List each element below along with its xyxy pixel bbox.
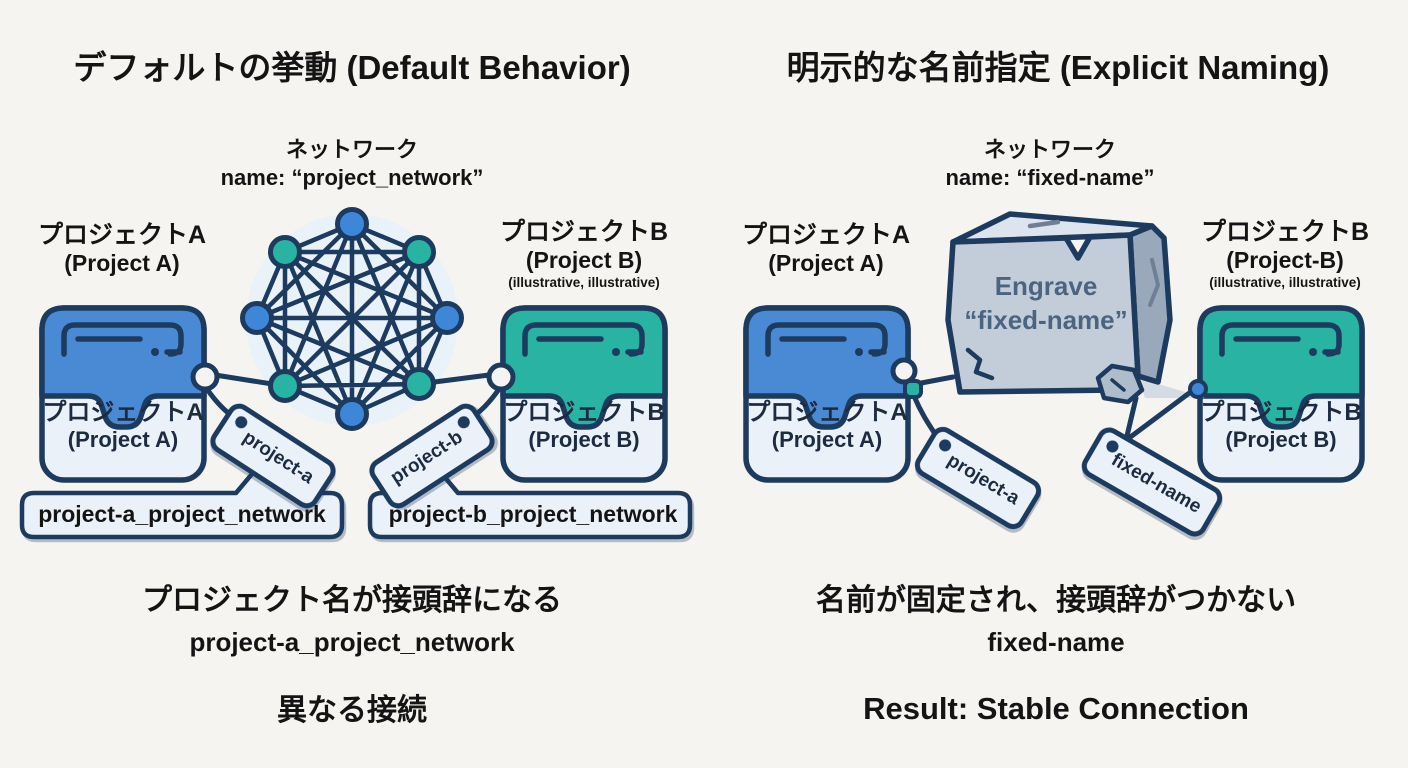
left-network-name: name: “project_network” <box>220 165 484 190</box>
left-project-b-caption-en: (Project B) <box>525 247 643 273</box>
right-folder-b-label-jp: プロジェクトB <box>1200 399 1362 426</box>
right-folder-a-label-jp: プロジェクトA <box>746 399 908 426</box>
left-panel-title: デフォルトの挙動 (Default Behavior) <box>73 49 631 86</box>
tag-fixed-name-right <box>1081 427 1223 537</box>
right-folder-b-label-en: (Project B) <box>1225 427 1337 452</box>
left-folder-b-label-en: (Project B) <box>528 427 640 452</box>
left-project-a-caption-en: (Project A) <box>64 250 180 276</box>
right-folder-a-label-en: (Project A) <box>771 427 883 452</box>
right-project-b-caption-note: (illustrative, illustrative) <box>1209 275 1361 290</box>
folder-project-a-left <box>42 308 204 480</box>
tag-project-a-right <box>914 426 1042 530</box>
folder-project-b-left <box>503 308 665 480</box>
right-summary-line3: Result: Stable Connection <box>863 691 1249 726</box>
right-project-a-caption-en: (Project A) <box>768 250 884 276</box>
left-network-label: ネットワーク <box>285 137 419 162</box>
folder-project-a-right <box>746 308 908 480</box>
mesh-network-illustration <box>212 207 492 431</box>
right-project-b-caption-jp: プロジェクトB <box>1200 218 1370 246</box>
stone-illustration <box>945 211 1205 405</box>
stone-engraving-line1: Engrave <box>994 271 1098 301</box>
right-project-a-caption-jp: プロジェクトA <box>741 221 911 249</box>
left-folder-b-label-jp: プロジェクトB <box>503 399 665 426</box>
right-panel-title: 明示的な名前指定 (Explicit Naming) <box>786 49 1330 86</box>
right-project-b-caption-en: (Project-B) <box>1226 247 1344 273</box>
left-folder-a-label-en: (Project A) <box>67 427 179 452</box>
left-summary-line1: プロジェクト名が接頭辞になる <box>142 584 562 617</box>
right-summary-line2: fixed-name <box>987 627 1125 657</box>
left-project-b-caption-jp: プロジェクトB <box>499 218 669 246</box>
stone-side-crack <box>1148 258 1160 307</box>
left-summary-line2: project-a_project_network <box>189 627 515 657</box>
left-project-a-caption-jp: プロジェクトA <box>37 221 207 249</box>
left-project-b-caption-note: (illustrative, illustrative) <box>508 275 660 290</box>
tag-project-b-left <box>369 403 495 509</box>
folder-project-b-right <box>1200 308 1362 480</box>
network-name-box-a-label: project-a_project_network <box>38 501 326 527</box>
stone-crack <box>965 347 995 381</box>
left-folder-a-label-jp: プロジェクトA <box>42 399 204 426</box>
right-network-name: name: “fixed-name” <box>945 165 1155 190</box>
mesh-nodes <box>240 207 464 431</box>
stone-pebble <box>1095 363 1145 405</box>
network-name-box-b <box>367 459 693 540</box>
stone-front-face <box>945 232 1141 395</box>
mesh-edges <box>254 221 450 417</box>
network-name-box-b-label: project-b_project_network <box>388 501 678 527</box>
stone-scratch <box>1027 219 1061 229</box>
left-summary-line3: 異なる接続 <box>277 694 427 727</box>
right-network-label: ネットワーク <box>983 137 1117 162</box>
right-summary-line1: 名前が固定され、接頭辞がつかない <box>815 584 1297 617</box>
stone-engraving-line2: “fixed-name” <box>964 305 1128 335</box>
tag-project-a-left <box>210 403 336 509</box>
